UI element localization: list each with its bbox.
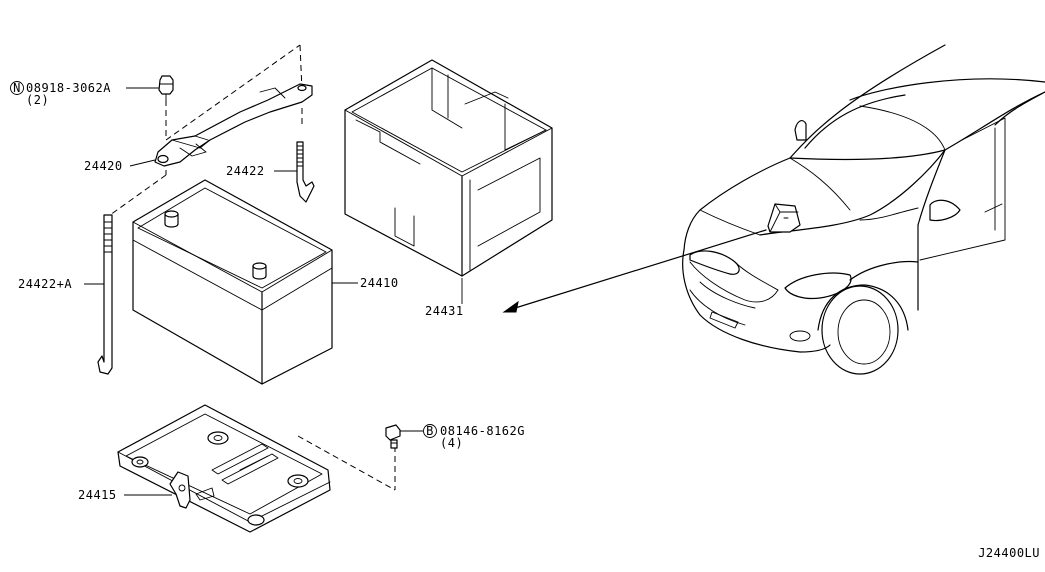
nut-quantity: (2) bbox=[26, 93, 49, 107]
bolt-prefix: B bbox=[426, 424, 434, 438]
tray-callout[interactable]: 24415 bbox=[78, 488, 172, 502]
battery-terminal-right bbox=[252, 262, 267, 280]
battery-box-part bbox=[344, 59, 553, 277]
battery-frame-part bbox=[154, 83, 313, 167]
battery-tray-part bbox=[117, 404, 331, 533]
frame-part-number: 24420 bbox=[84, 159, 123, 173]
bolt-callout[interactable]: B 08146-8162G (4) bbox=[400, 424, 525, 450]
rod-a-part-number: 24422+A bbox=[18, 277, 72, 291]
vehicle-illustration bbox=[502, 44, 1045, 375]
diagram-id: J24400LU bbox=[978, 546, 1040, 560]
frame-callout[interactable]: 24420 bbox=[84, 159, 156, 173]
box-callout[interactable]: 24431 bbox=[425, 278, 464, 318]
bolt-quantity: (4) bbox=[440, 436, 463, 450]
rod-part bbox=[296, 141, 315, 203]
battery-callout[interactable]: 24410 bbox=[332, 276, 399, 290]
nut-part bbox=[158, 75, 174, 140]
bolt-guide-lines bbox=[297, 435, 396, 491]
nut-part-number: 08918-3062A bbox=[26, 81, 111, 95]
bolt-part bbox=[385, 424, 401, 449]
rod-part-number: 24422 bbox=[226, 164, 265, 178]
tray-part-number: 24415 bbox=[78, 488, 117, 502]
nut-callout[interactable]: N 08918-3062A (2) bbox=[10, 81, 160, 107]
bolt-prefix-circle bbox=[423, 424, 437, 438]
nut-prefix: N bbox=[13, 81, 21, 95]
rod-callout[interactable]: 24422 bbox=[226, 164, 297, 178]
rod-a-callout[interactable]: 24422+A bbox=[18, 277, 104, 291]
nut-prefix-circle bbox=[10, 81, 24, 95]
rod-a-part bbox=[97, 214, 113, 375]
bolt-part-number: 08146-8162G bbox=[440, 424, 525, 438]
box-part-number: 24431 bbox=[425, 304, 464, 318]
battery-part-number: 24410 bbox=[360, 276, 399, 290]
battery-terminal-left bbox=[164, 210, 179, 228]
battery-part bbox=[132, 179, 333, 385]
